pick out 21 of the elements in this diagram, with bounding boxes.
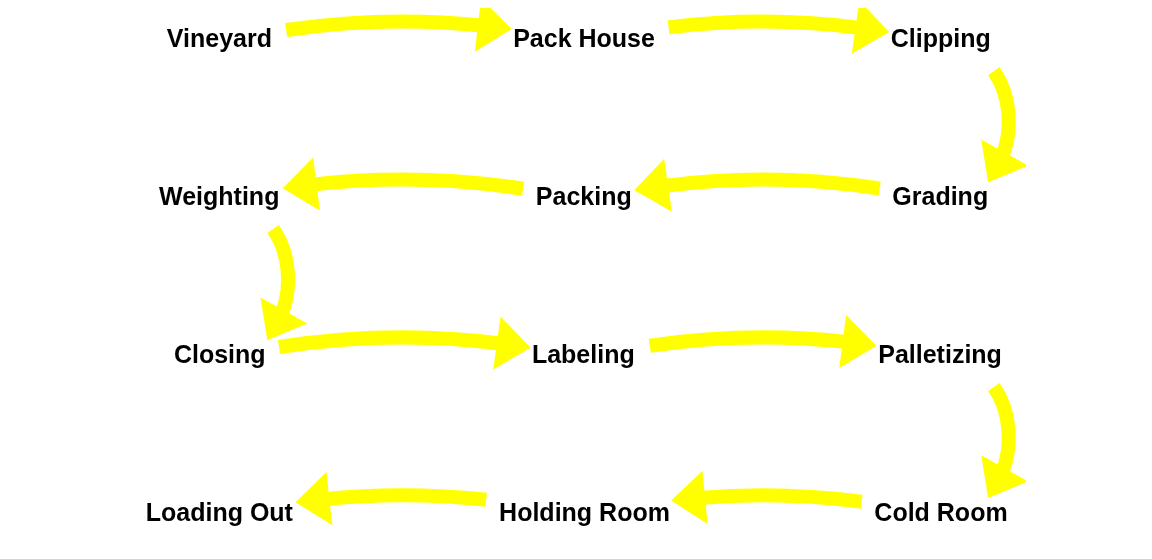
arrow [259, 225, 307, 341]
node-text: Clipping [890, 24, 991, 53]
arrow [282, 157, 524, 211]
node-text: Grading [891, 181, 988, 210]
arrow [648, 314, 876, 369]
node-text: Pack House [512, 24, 655, 53]
arrow [670, 470, 862, 525]
arrow [284, 8, 512, 52]
arrow [633, 158, 881, 212]
arrow [295, 471, 487, 526]
node-text: Palletizing [877, 339, 1002, 368]
arrow [277, 316, 531, 370]
node-text: Vineyard [166, 24, 272, 53]
node-text: Cold Room [873, 497, 1008, 526]
node-text: Labeling [531, 339, 635, 368]
node-text: Loading Out [145, 497, 293, 526]
node-text: Closing [173, 339, 266, 368]
node-text: Packing [535, 181, 632, 210]
arrow [667, 8, 889, 54]
node-text: Holding Room [498, 497, 670, 526]
node-text: Weighting [158, 181, 279, 210]
